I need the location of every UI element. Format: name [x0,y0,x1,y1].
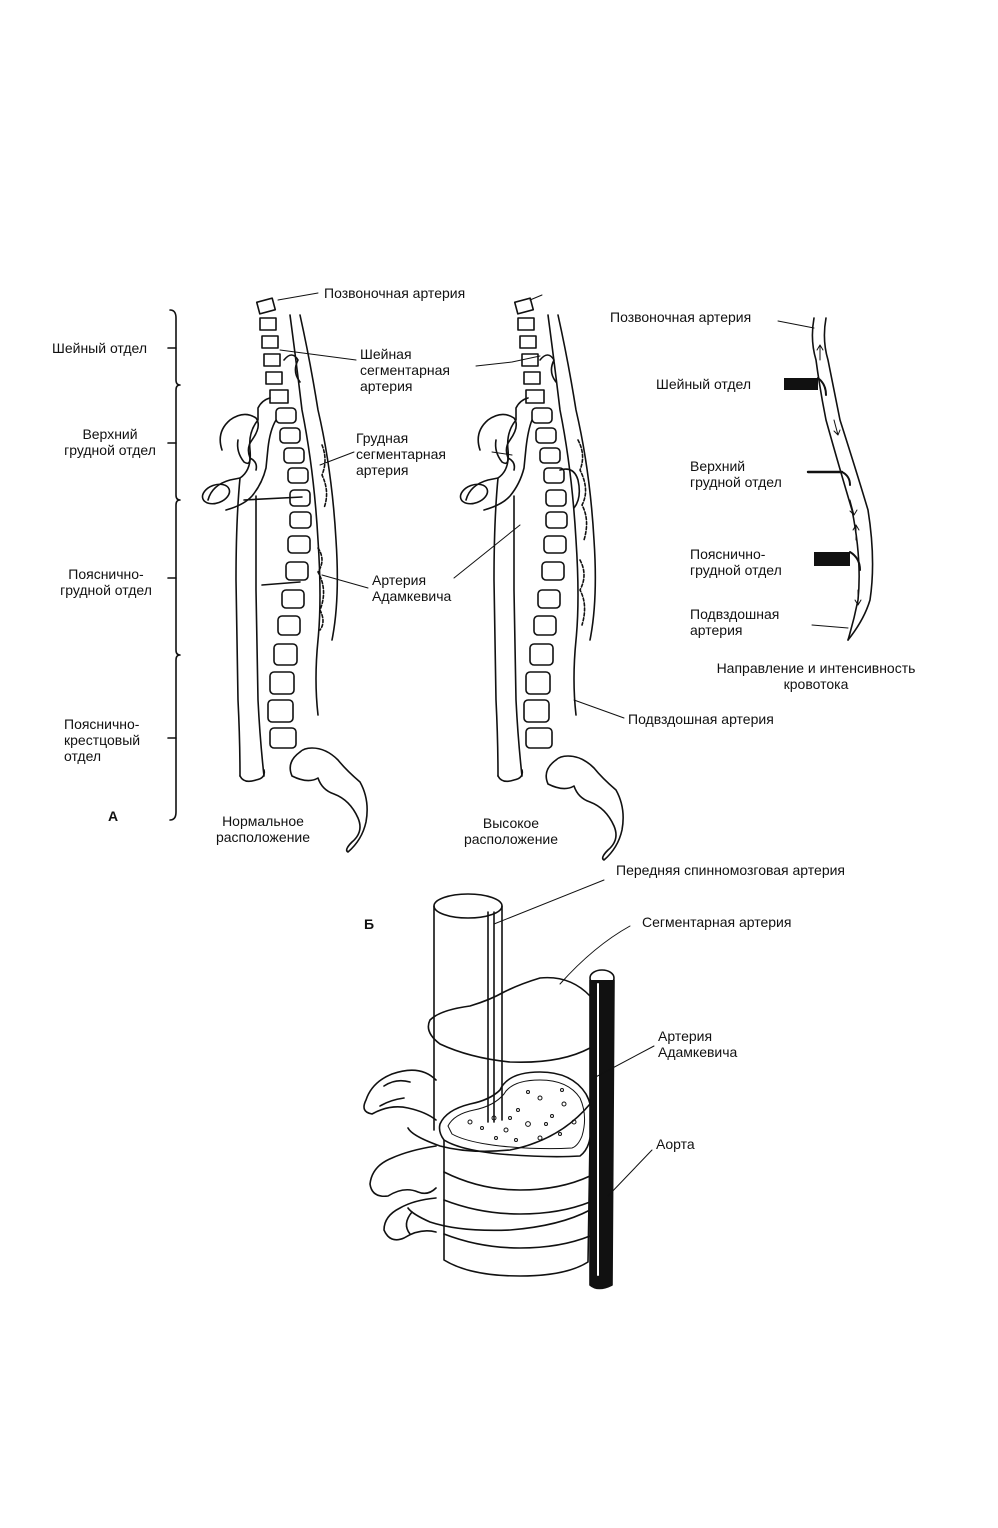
vertebra-cross-section [363,893,615,1290]
thoracolumbar-inflow-bar [814,552,850,566]
cervical-inflow-bar [784,378,818,390]
cervical-region-label: Шейный отдел [52,340,148,356]
flow-diagram [777,317,874,641]
anterior-spinal-artery-label: Передняя спинномозговая артерия [616,862,846,878]
vertebral-bodies-high [523,407,568,749]
normal-position-caption: Нормальное расположение [215,813,311,845]
leader-lines-panel-a [277,292,625,719]
vertebral-artery-label: Позвоночная артерия [324,285,466,301]
leader-lines-panel-b [493,879,655,1197]
region-brackets [167,309,181,821]
panel-b-letter: Б [364,916,375,932]
cervical-segmental-artery-label: Шейная сегментарная артерия [360,346,450,394]
cervical-vertebrae-high [513,297,545,404]
spine-normal-illustration [201,297,368,853]
vertebral-bodies-normal [267,407,312,749]
panel-a-letter: А [108,808,119,824]
panel-b-adamkiewicz-label: Артерия Адамкевича [658,1028,738,1060]
flow-vertebral-artery-label: Позвоночная артерия [610,309,752,325]
flow-thoracolumbar-label: Пояснично- грудной отдел [690,546,782,578]
flow-upper-thoracic-label: Верхний грудной отдел [690,458,782,490]
thoracic-segmental-artery-label: Грудная сегментарная артерия [356,430,446,478]
upper-thoracic-region-label: Верхний грудной отдел [64,426,156,458]
spine-high-illustration [459,297,624,861]
aorta-tube [589,979,615,1290]
iliac-artery-label: Подвздошная артерия [628,711,774,727]
adamkiewicz-artery-label: Артерия Адамкевича [372,572,452,604]
flow-cervical-label: Шейный отдел [656,376,752,392]
cervical-vertebrae-normal [255,297,289,404]
flow-iliac-label: Подвздошная артерия [690,606,780,638]
flow-diagram-caption: Направление и интенсивность кровотока [716,660,916,692]
cancellous-bone-texture [467,1088,577,1142]
flow-arrows [816,344,862,606]
aorta-label: Аорта [656,1136,695,1152]
thoracolumbar-region-label: Пояснично- грудной отдел [60,566,152,598]
high-position-caption: Высокое расположение [463,815,559,847]
segmental-artery-label: Сегментарная артерия [642,914,792,930]
lumbosacral-region-label: Пояснично- крестцовый отдел [64,716,141,764]
